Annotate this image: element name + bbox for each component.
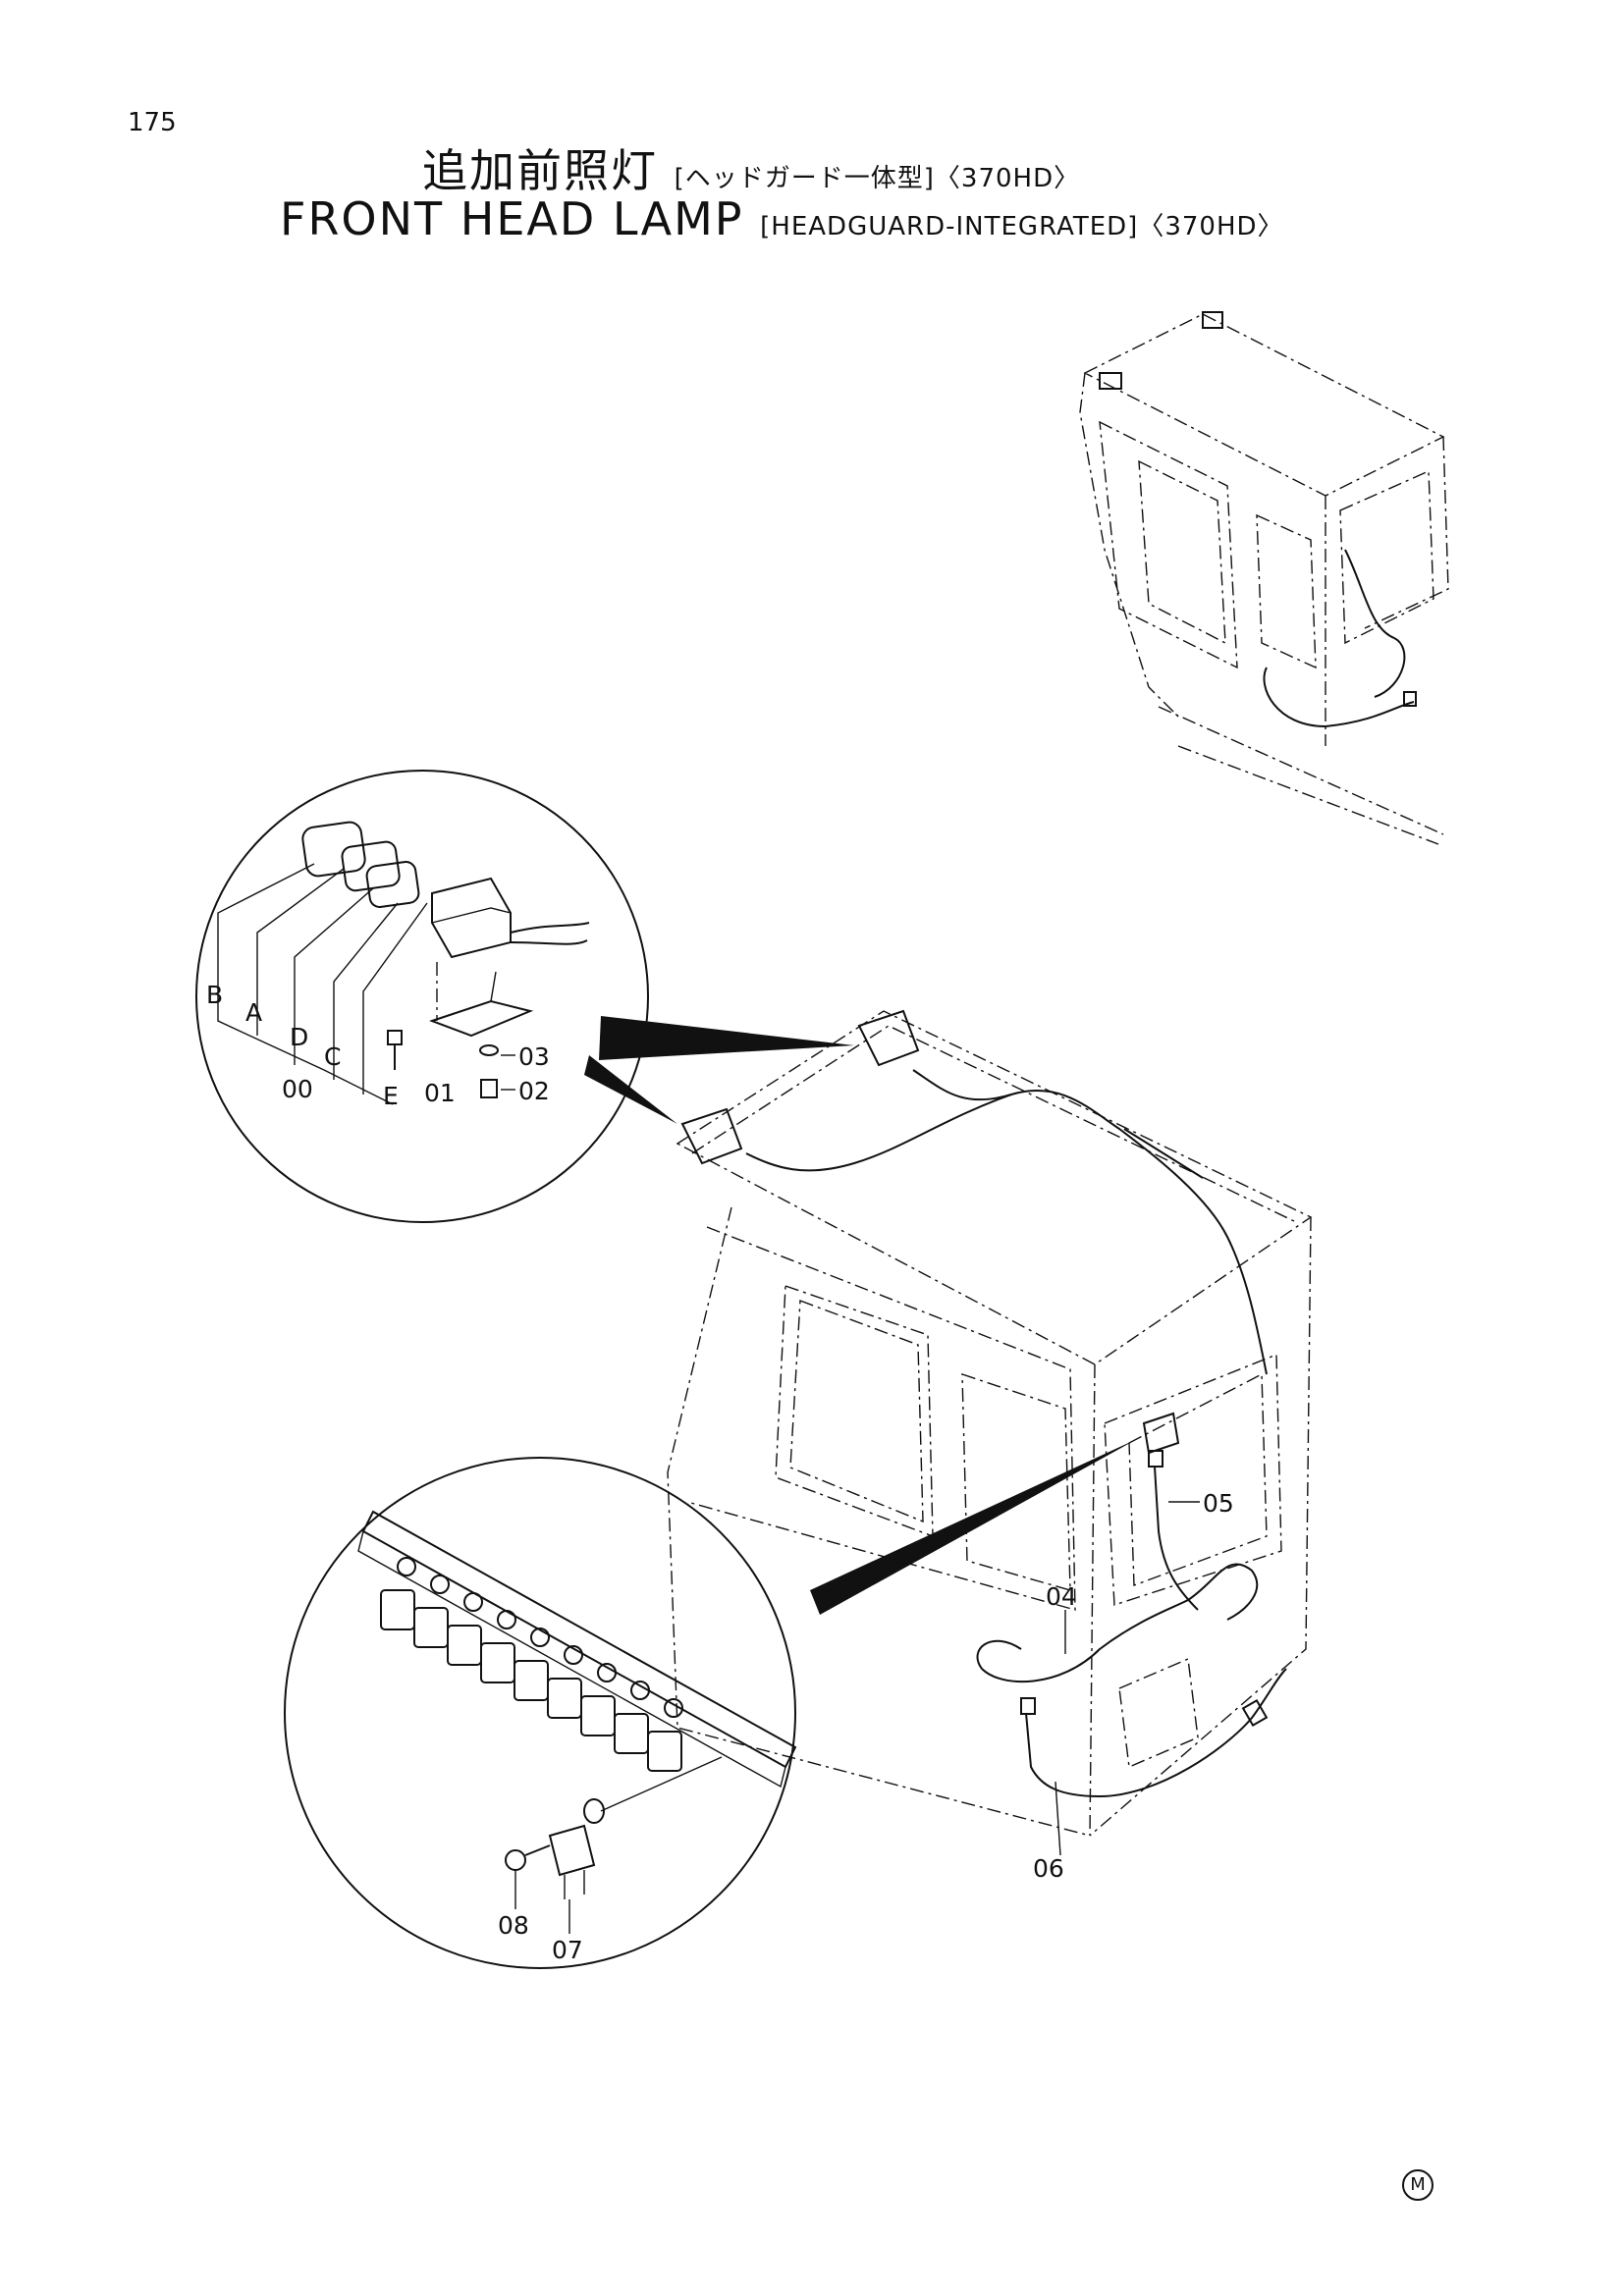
label-04: 04 (1046, 1582, 1077, 1611)
label-E: E (383, 1082, 399, 1110)
main-cab-view (667, 1009, 1313, 1856)
label-D: D (290, 1023, 308, 1051)
label-A: A (245, 998, 262, 1027)
label-00: 00 (282, 1075, 313, 1103)
label-C: C (324, 1042, 341, 1071)
lamp-detail-callout (195, 770, 854, 1223)
label-B: B (206, 981, 223, 1009)
title-japanese-sub: [ヘッドガード一体型]〈370HD〉 (674, 164, 1081, 193)
label-07: 07 (552, 1936, 583, 1964)
small-cab-view (1079, 311, 1449, 845)
title-english-main: FRONT HEAD LAMP (280, 192, 744, 245)
label-01: 01 (424, 1079, 456, 1107)
label-08: 08 (498, 1911, 529, 1940)
title-english-sub: [HEADGUARD-INTEGRATED]〈370HD〉 (760, 212, 1284, 241)
relay-detail-callout (284, 1457, 797, 1969)
label-06: 06 (1033, 1854, 1064, 1883)
label-05: 05 (1203, 1489, 1234, 1518)
title-japanese: 追加前照灯 [ヘッドガード一体型]〈370HD〉 (422, 135, 1080, 200)
relay-row (380, 1557, 683, 1772)
page-number: 175 (128, 108, 177, 137)
title-japanese-main: 追加前照灯 (422, 144, 658, 197)
label-03: 03 (518, 1042, 550, 1071)
title-english: FRONT HEAD LAMP [HEADGUARD-INTEGRATED]〈3… (280, 192, 1284, 245)
label-02: 02 (518, 1077, 550, 1105)
manual-mark: M (1402, 2169, 1434, 2201)
